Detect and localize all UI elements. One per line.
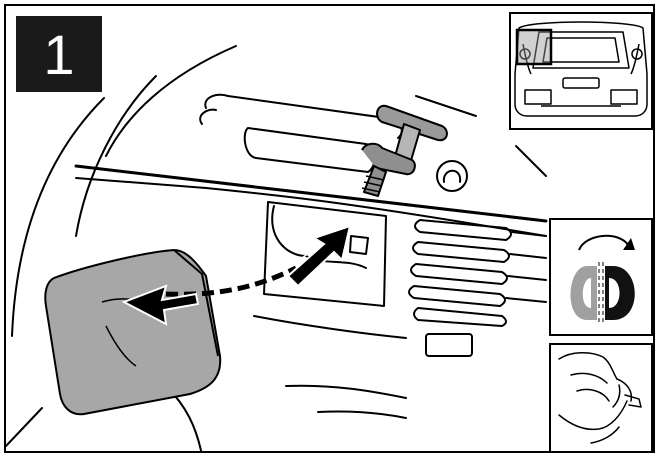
- panel-edge: [76, 166, 546, 221]
- highlight-box: [517, 30, 551, 64]
- trim-line: [516, 146, 546, 176]
- rotate-instruction-inset: [549, 218, 653, 336]
- body-line: [76, 76, 156, 236]
- grommet: [437, 161, 467, 191]
- move-arrow-up: [288, 226, 350, 286]
- trim-line: [416, 96, 476, 116]
- wire: [272, 206, 306, 256]
- step-number-badge: 1: [16, 16, 102, 92]
- handle-recess: [205, 95, 401, 138]
- connector: [350, 236, 368, 254]
- push-clip-icon: [362, 106, 447, 196]
- grommet-inner: [444, 171, 460, 182]
- small-plate: [426, 334, 472, 356]
- rotate-arrow: [579, 236, 629, 250]
- handle-recess: [200, 110, 216, 124]
- instruction-frame: 1: [4, 4, 655, 453]
- trim-cover: [45, 250, 220, 414]
- body-line: [106, 46, 236, 156]
- car-rear-icon: [511, 14, 651, 128]
- hand-instruction-inset: [549, 343, 653, 453]
- handle-slot: [245, 128, 375, 172]
- vehicle-location-inset: [509, 12, 653, 130]
- rotate-arrow-icon: [551, 220, 651, 334]
- hand-pinch-icon: [551, 345, 651, 451]
